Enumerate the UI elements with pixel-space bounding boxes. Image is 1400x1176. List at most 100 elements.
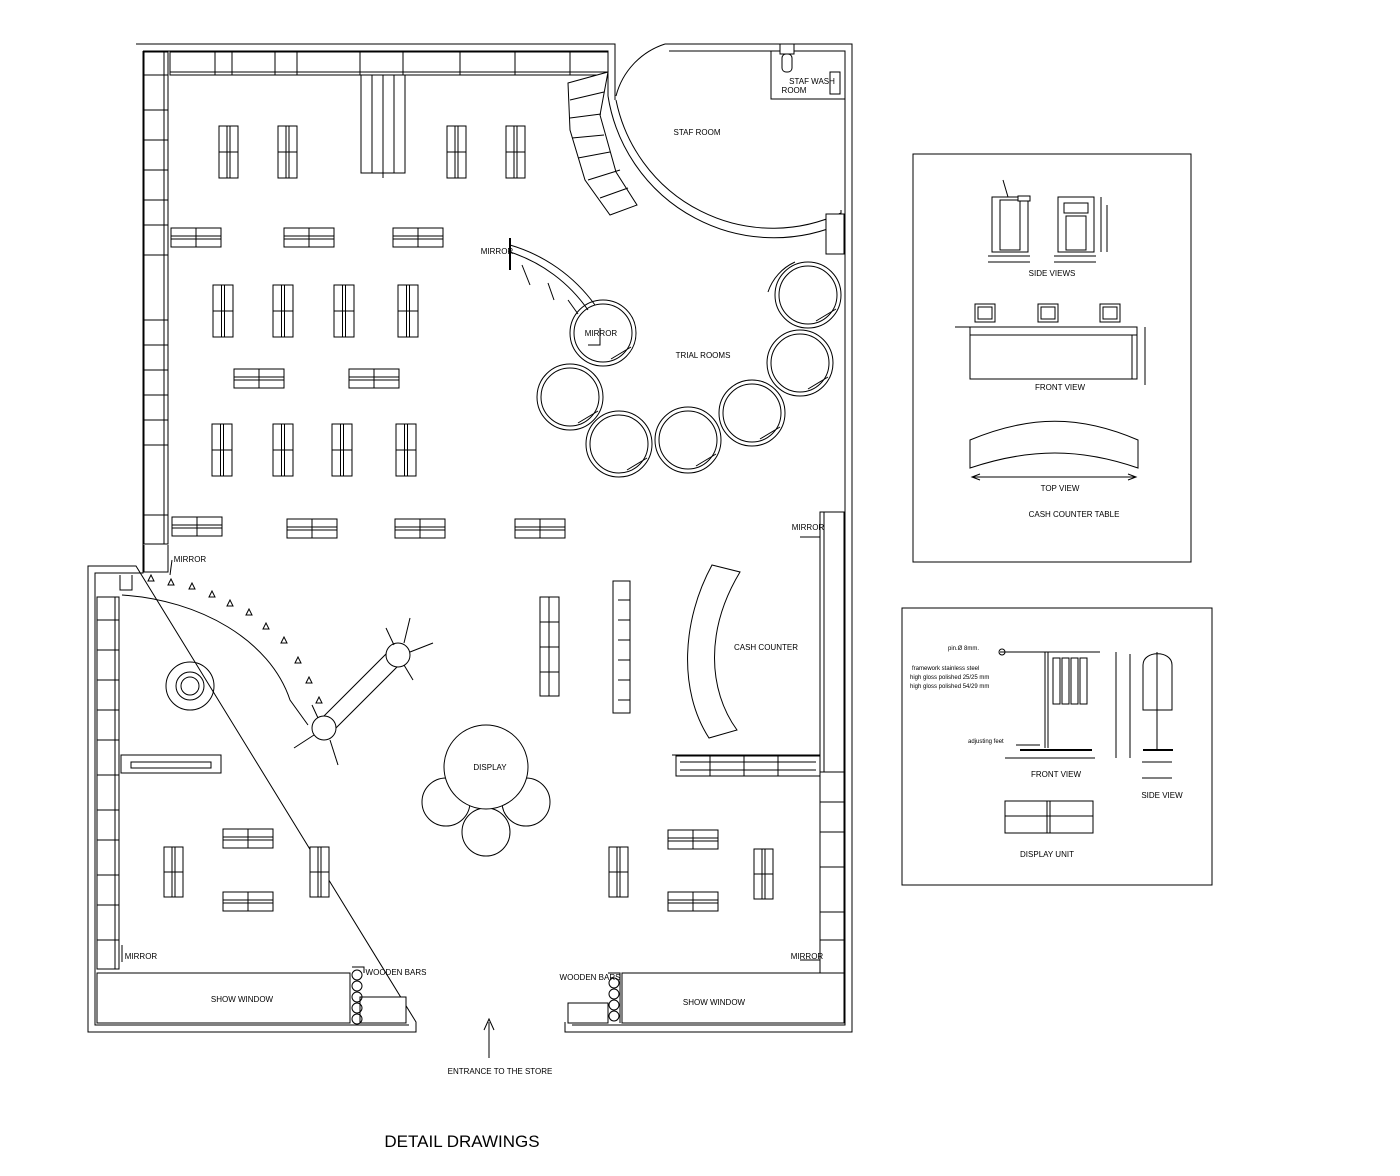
vertical-rack bbox=[505, 125, 526, 179]
page-title: DETAIL DRAWINGS bbox=[384, 1132, 539, 1151]
display-unit-note-1: pin.Ø 8mm. bbox=[948, 646, 979, 652]
display-unit-caption: DISPLAY UNIT bbox=[1020, 850, 1074, 859]
wooden-bars bbox=[351, 969, 620, 1025]
display-front-view-label: FRONT VIEW bbox=[1031, 770, 1082, 779]
trial-mirror-arc bbox=[509, 238, 796, 346]
center-vertical-racks bbox=[539, 580, 631, 714]
wooden-bar bbox=[608, 988, 620, 1000]
clothing-racks bbox=[163, 125, 774, 912]
mirror-top-label: MIRROR bbox=[481, 247, 514, 256]
wooden-bar bbox=[351, 991, 363, 1003]
horizontal-rack bbox=[222, 891, 274, 912]
mirror-bottom-left-label: MIRROR bbox=[125, 952, 158, 961]
show-windows bbox=[96, 966, 845, 1024]
horizontal-rack bbox=[667, 891, 719, 912]
trial-room bbox=[766, 329, 834, 397]
staff-wash-room-label-2: ROOM bbox=[782, 86, 807, 95]
light-icon bbox=[315, 695, 323, 704]
cash-counter-table-caption: CASH COUNTER TABLE bbox=[1029, 510, 1120, 519]
trial-room bbox=[536, 363, 604, 431]
light-icon bbox=[305, 675, 313, 684]
vertical-rack bbox=[211, 423, 233, 477]
horizontal-rack bbox=[286, 518, 338, 539]
wooden-bars-right-label: WOODEN BARS bbox=[560, 973, 621, 982]
vertical-rack bbox=[753, 848, 774, 900]
round-display-left bbox=[165, 661, 215, 711]
trial-room bbox=[718, 379, 786, 447]
trial-room bbox=[774, 261, 842, 329]
vertical-rack bbox=[397, 284, 419, 338]
entrance-arrow-icon bbox=[483, 1017, 495, 1058]
mid-wall-counters bbox=[120, 754, 821, 777]
vertical-rack bbox=[333, 284, 355, 338]
display-side-view-label: SIDE VIEW bbox=[1141, 791, 1183, 800]
horizontal-rack bbox=[348, 368, 400, 389]
vertical-rack bbox=[309, 846, 330, 898]
mirror-trial-label: MIRROR bbox=[585, 329, 618, 338]
vertical-rack bbox=[218, 125, 239, 179]
light-icon bbox=[208, 589, 216, 598]
mirror-right-label: MIRROR bbox=[792, 523, 825, 532]
center-tall-rack bbox=[360, 74, 406, 178]
wooden-bar bbox=[351, 980, 363, 992]
display-unit-note-4: high gloss polished 54/29 mm bbox=[910, 684, 989, 690]
wooden-bar bbox=[608, 977, 620, 989]
horizontal-rack bbox=[514, 518, 566, 539]
horizontal-rack bbox=[170, 227, 222, 248]
side-views-label: SIDE VIEWS bbox=[1029, 269, 1076, 278]
mirror-left-label: MIRROR bbox=[174, 555, 207, 564]
light-icon bbox=[147, 573, 155, 582]
light-icon bbox=[294, 655, 302, 664]
vertical-rack bbox=[272, 423, 294, 477]
vertical-rack bbox=[608, 846, 629, 898]
show-window-left-label: SHOW WINDOW bbox=[211, 995, 274, 1004]
display-unit-note-3: high gloss polished 25/25 mm bbox=[910, 675, 989, 681]
light-icon bbox=[262, 621, 270, 630]
trial-room bbox=[654, 406, 722, 474]
vertical-rack bbox=[331, 423, 353, 477]
horizontal-rack bbox=[392, 227, 444, 248]
entrance-label: ENTRANCE TO THE STORE bbox=[448, 1067, 553, 1076]
top-wall-shelves bbox=[169, 51, 609, 76]
cash-counter bbox=[687, 564, 741, 739]
trial-room bbox=[585, 410, 653, 478]
vertical-rack bbox=[446, 125, 467, 179]
outer-walls bbox=[87, 43, 853, 1033]
vertical-rack bbox=[163, 846, 184, 898]
front-view-label: FRONT VIEW bbox=[1035, 383, 1086, 392]
vertical-rack bbox=[212, 284, 234, 338]
diagonal-rod-display bbox=[293, 617, 434, 766]
light-icon bbox=[280, 635, 288, 644]
cash-counter-label: CASH COUNTER bbox=[734, 643, 798, 652]
wooden-bar bbox=[351, 1013, 363, 1025]
central-display bbox=[421, 724, 551, 857]
cash-counter-detail-panel bbox=[912, 153, 1192, 563]
wooden-bars-left-label: WOODEN BARS bbox=[366, 968, 427, 977]
mirror-bottom-right-label: MIRROR bbox=[791, 952, 824, 961]
wooden-bar bbox=[351, 969, 363, 981]
top-view-label: TOP VIEW bbox=[1041, 484, 1080, 493]
horizontal-rack bbox=[233, 368, 285, 389]
horizontal-rack bbox=[222, 828, 274, 849]
staff-wash-room-label-1: STAF WASH bbox=[789, 77, 835, 86]
right-wall-shelves bbox=[800, 511, 845, 975]
trial-rooms-label: TRIAL ROOMS bbox=[676, 351, 731, 360]
horizontal-rack bbox=[283, 227, 335, 248]
display-unit-detail-panel bbox=[901, 607, 1213, 886]
light-icon bbox=[226, 598, 234, 607]
display-label: DISPLAY bbox=[473, 763, 507, 772]
vertical-rack bbox=[277, 125, 298, 179]
wooden-bar bbox=[608, 999, 620, 1011]
vertical-rack bbox=[272, 284, 294, 338]
left-wall-shelves bbox=[143, 51, 169, 545]
horizontal-rack bbox=[394, 518, 446, 539]
display-unit-note-2: framework stainless steel bbox=[912, 666, 979, 672]
staff-room bbox=[567, 43, 846, 255]
light-icon bbox=[245, 607, 253, 616]
horizontal-rack bbox=[171, 516, 223, 537]
horizontal-rack bbox=[667, 829, 719, 850]
entrance-curve-lights bbox=[121, 573, 323, 726]
light-icon bbox=[167, 577, 175, 586]
wooden-bar bbox=[608, 1010, 620, 1022]
